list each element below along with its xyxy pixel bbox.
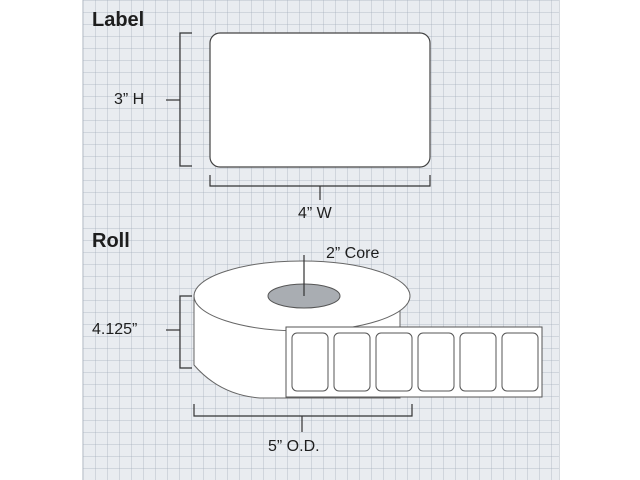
label-height-text: 3” H: [114, 91, 145, 108]
roll-width-bracket: [166, 295, 192, 369]
strip-label: [375, 332, 413, 392]
strip-label: [501, 332, 539, 392]
label-heading: Label: [92, 9, 145, 31]
strip-label: [333, 332, 371, 392]
label-width-bracket: [209, 175, 431, 200]
roll-width-text: 4.125”: [92, 321, 138, 338]
roll-diameter-text: 5” O.D.: [268, 438, 320, 455]
roll-diameter-bracket: [193, 404, 413, 432]
label-height-bracket: [166, 32, 192, 167]
label-width-text: 4” W: [298, 205, 332, 222]
strip-label: [291, 332, 329, 392]
roll-heading: Roll: [92, 230, 130, 252]
strip-label: [459, 332, 497, 392]
roll-core-text: 2” Core: [326, 245, 380, 262]
roll-shape: [193, 260, 543, 399]
label-strip: [285, 326, 543, 398]
label-shape: [209, 32, 431, 168]
strip-label: [417, 332, 455, 392]
